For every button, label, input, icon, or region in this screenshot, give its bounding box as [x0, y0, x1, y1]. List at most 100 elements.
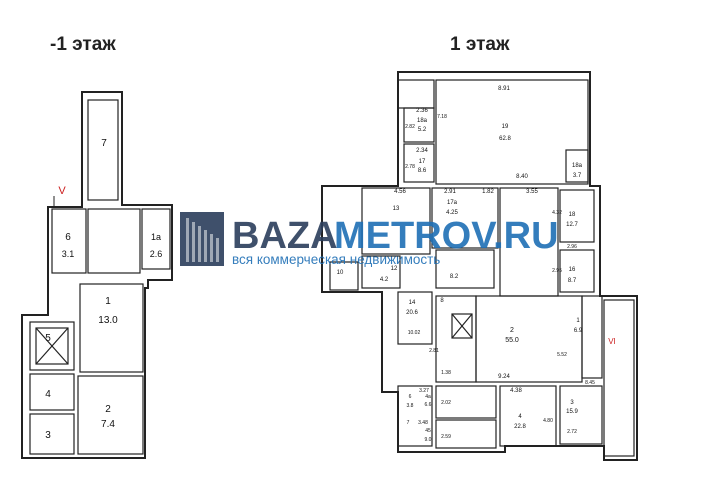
room-18 [559, 189, 595, 243]
room-number: 8 [440, 298, 444, 304]
dimension-label: 2.59 [441, 434, 451, 440]
room-area: 22.8 [514, 424, 526, 430]
dimension-label: 1.82 [482, 189, 494, 195]
brand-tagline: вся коммерческая недвижимость [232, 252, 440, 267]
dimension-label: 4.80 [543, 418, 553, 424]
room-19 [435, 79, 589, 185]
room-number: 6 [65, 232, 71, 243]
room-4a [435, 385, 497, 419]
room-area: 4.2 [380, 277, 389, 283]
room-number: 1a [151, 232, 161, 242]
room-10 [329, 261, 359, 291]
dimension-label: 7.18 [437, 114, 447, 120]
room-number: 14 [409, 300, 416, 306]
room-area: 6.9 [574, 328, 583, 334]
dimension-label: 2.78 [405, 164, 415, 170]
room-2 [77, 375, 144, 455]
dimension-label: 8.91 [498, 86, 510, 92]
room-12 [361, 255, 401, 289]
room-area: 4.25 [446, 210, 458, 216]
room-1 [581, 295, 603, 379]
room-13 [361, 187, 431, 255]
room-6 [51, 208, 87, 274]
corridor [87, 208, 141, 274]
building-icon [180, 212, 224, 266]
dimension-label: 4.38 [510, 388, 522, 394]
room-3 [29, 413, 75, 455]
room-45 [435, 419, 497, 449]
dimension-label: 2.36 [416, 108, 428, 114]
dimension-label: 3.27 [419, 388, 429, 394]
room-number: 16 [569, 267, 576, 273]
room-14 [397, 291, 433, 345]
dimension-label: 2.95 [552, 268, 562, 274]
room-4 [499, 385, 557, 447]
room-1 [79, 283, 144, 373]
room-area: 8.6 [418, 168, 427, 174]
room-area: 8.2 [450, 274, 459, 280]
dimension-label: 10.02 [408, 330, 421, 336]
dimension-label: 9.24 [498, 374, 510, 380]
room-number: 2 [510, 327, 514, 334]
room-number: 2 [105, 404, 111, 415]
room-17a [431, 187, 499, 249]
brand-name-part1: BAZA [232, 215, 338, 257]
dimension-label: 2.96 [567, 244, 577, 250]
room-area: 12.7 [566, 222, 578, 228]
room-number: 7 [407, 420, 410, 426]
room-2 [475, 295, 583, 383]
room-area: 62.8 [499, 136, 511, 142]
dimension-label: 2.81 [429, 348, 439, 354]
room-number: 1 [576, 318, 580, 324]
room-number: 3 [45, 430, 51, 441]
room-number: 4a [425, 394, 431, 400]
room-18a-small [565, 149, 589, 183]
room-area: 7.4 [101, 419, 115, 430]
basement-floor-title: -1 этаж [50, 34, 116, 55]
dimension-label: 4.32 [552, 210, 562, 216]
room-number: 45 [425, 428, 431, 434]
dimension-label: 8.45 [585, 380, 595, 386]
room-number: 10 [337, 270, 344, 276]
basement-labels: 7 6 3.1 1a 2.6 1 13.0 5 4 2 7.4 3 V [45, 138, 162, 441]
room-6 [397, 385, 433, 447]
room-number: 13 [393, 206, 400, 212]
dimension-label: 3.48 [418, 420, 428, 426]
room-number: 4 [518, 414, 522, 420]
room-number: 17 [419, 159, 426, 165]
room-8-2 [435, 249, 495, 289]
room-number: 19 [502, 124, 509, 130]
dimension-label: 2.02 [441, 400, 451, 406]
dimension-label: 1.38 [441, 370, 451, 376]
room-area: 6.6 [425, 402, 432, 408]
dimension-label: 4.56 [394, 189, 406, 195]
first-floor-title: 1 этаж [450, 34, 510, 55]
section-marker: V [58, 185, 66, 197]
room-number: 5 [45, 333, 51, 344]
room-area: 3.8 [407, 403, 414, 409]
dimension-label: 5.52 [557, 352, 567, 358]
first-floor-plan [321, 71, 638, 461]
room-16 [559, 249, 595, 293]
room-number: 12 [391, 266, 398, 272]
room-area: 20.6 [406, 310, 418, 316]
room-number: 18 [569, 212, 576, 218]
room-area: 5.2 [418, 127, 427, 133]
room-number: 17a [447, 200, 458, 206]
basement-plan [21, 91, 173, 459]
room-1a [141, 208, 171, 270]
dimension-label: 2.72 [567, 429, 577, 435]
room-area: 8.7 [568, 278, 577, 284]
room-area: 15.9 [566, 409, 578, 415]
watermark-logo: BAZA METROV.RU вся коммерческая недвижим… [180, 212, 559, 267]
dimension-label: 2.82 [405, 124, 415, 130]
room-area: 9.0 [425, 437, 432, 443]
dimension-label: 2.91 [444, 189, 456, 195]
first-floor-labels: 8.91 2.36 18a 5.2 2.82 7.18 19 62.8 2.34… [337, 86, 616, 443]
room-area: 55.0 [505, 337, 519, 344]
room-area: 3.7 [573, 173, 582, 179]
room-7 [87, 99, 119, 201]
brand-name-part2: METROV.RU [334, 215, 559, 257]
room-3 [559, 385, 603, 445]
